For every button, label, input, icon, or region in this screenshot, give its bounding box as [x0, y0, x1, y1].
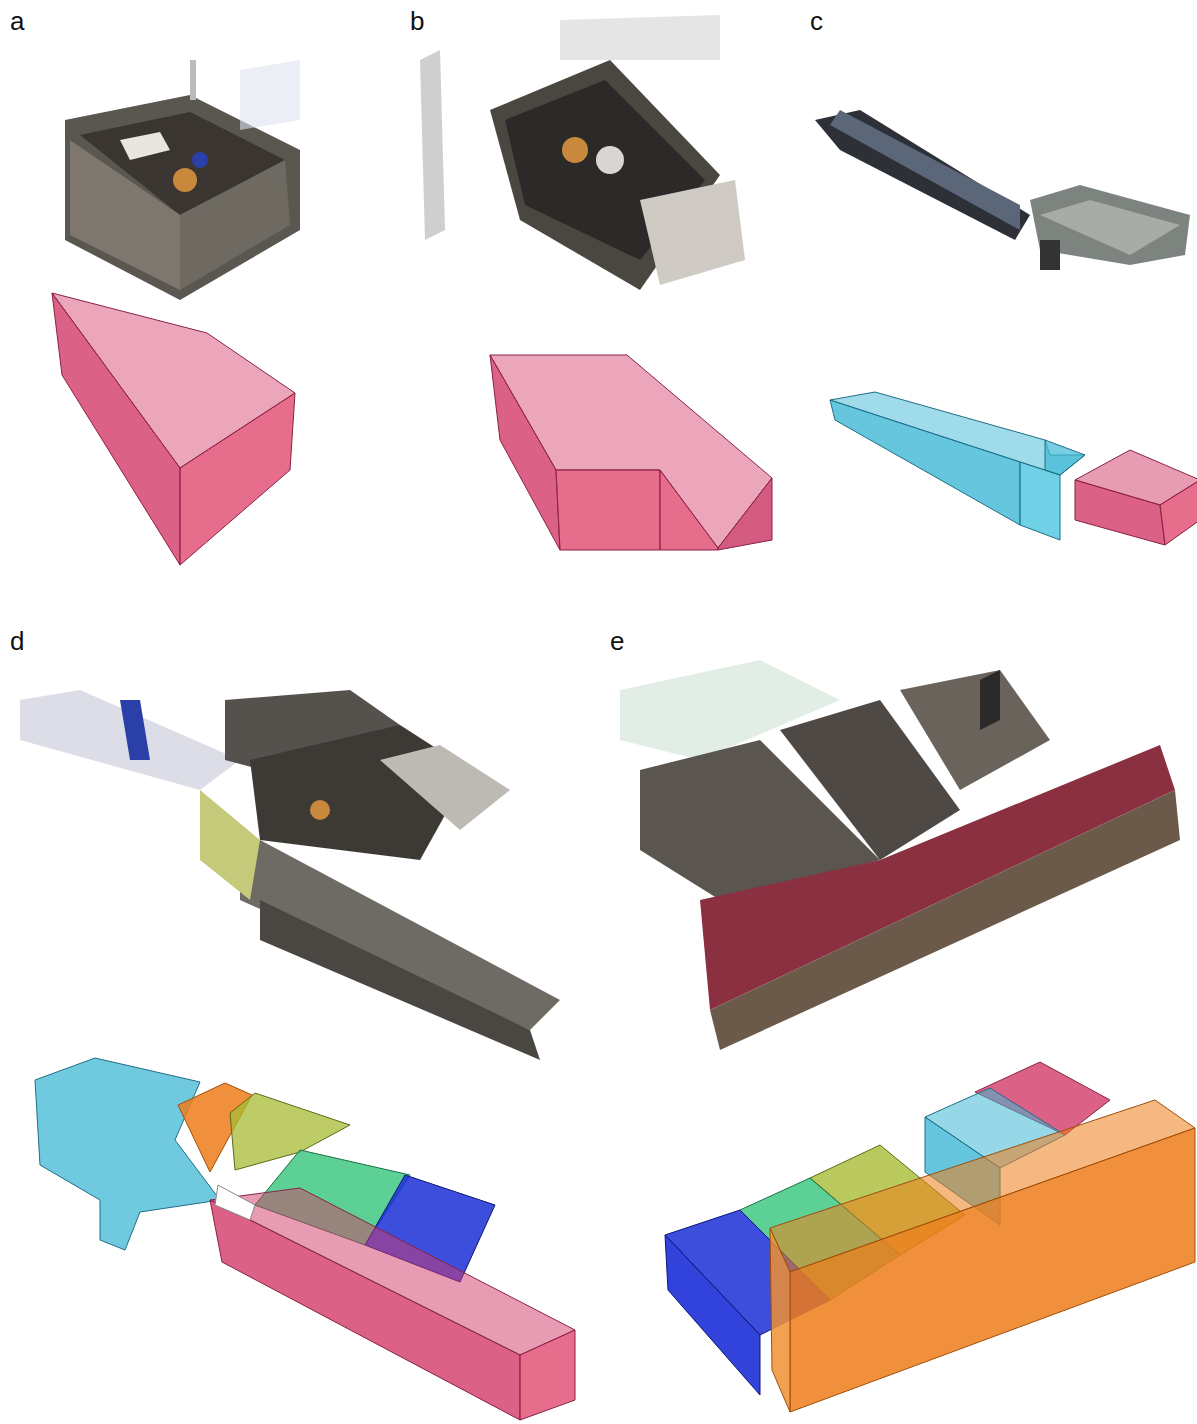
- point-cloud-d: [20, 690, 560, 1060]
- panel-label: d: [10, 628, 24, 654]
- point-cloud-e: [620, 660, 1180, 1050]
- room-model-d: [35, 1058, 575, 1420]
- panel-label: c: [810, 8, 823, 34]
- panel-label: a: [10, 8, 24, 34]
- point-cloud-c: [815, 110, 1190, 270]
- room-model-a: [52, 293, 295, 565]
- point-cloud-a: [65, 60, 300, 300]
- point-cloud-b: [420, 15, 745, 290]
- room-model-e: [665, 1062, 1195, 1412]
- panel-label: b: [410, 8, 424, 34]
- room-model-c: [830, 392, 1197, 545]
- panel-label: e: [610, 628, 624, 654]
- room-model-b: [490, 355, 772, 550]
